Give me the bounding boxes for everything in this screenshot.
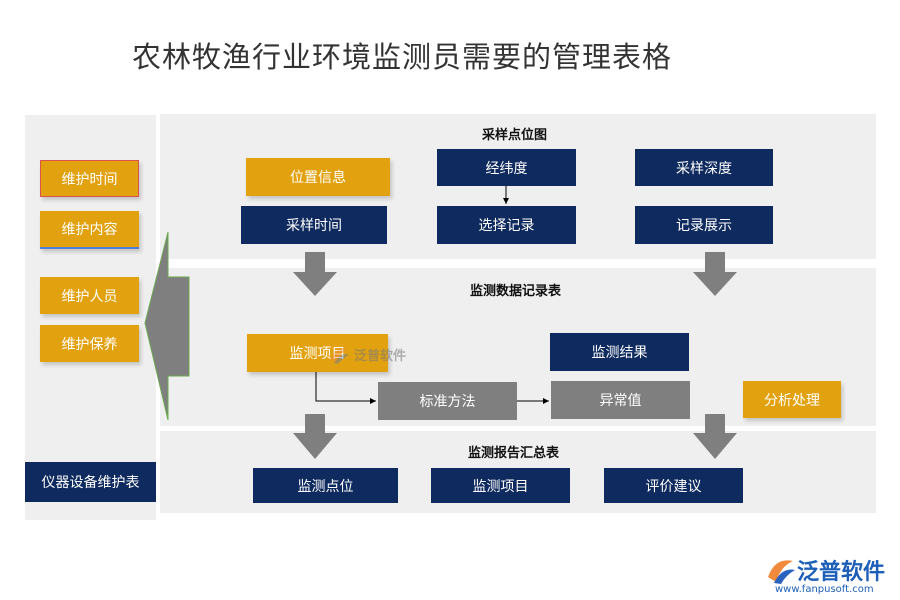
box-monitoring-item-summary: 监测项目 <box>431 468 570 503</box>
box-analysis-processing: 分析处理 <box>743 381 841 418</box>
sidebar-footer-equipment-maintenance-table: 仪器设备维护表 <box>25 462 156 502</box>
fanpu-logo-icon <box>768 560 795 584</box>
down-arrow-icon <box>693 252 737 296</box>
box-sampling-time: 采样时间 <box>241 206 387 244</box>
box-latitude-longitude: 经纬度 <box>437 149 576 186</box>
box-evaluation-suggestion: 评价建议 <box>604 468 743 503</box>
brand-logo: 泛普软件 www.fanpusoft.com <box>765 555 895 597</box>
box-monitoring-item: 监测项目 <box>247 334 388 372</box>
box-select-record: 选择记录 <box>437 206 576 244</box>
sidebar-item-maintenance-content: 维护内容 <box>40 211 139 249</box>
page-title: 农林牧渔行业环境监测员需要的管理表格 <box>132 40 673 74</box>
connector-item-to-method <box>315 372 376 404</box>
box-standard-method: 标准方法 <box>378 382 517 420</box>
sidebar-item-maintenance-time: 维护时间 <box>40 160 139 197</box>
sidebar-item-maintenance-care: 维护保养 <box>40 325 139 362</box>
section1-label: 采样点位图 <box>482 128 548 143</box>
brand-name: 泛普软件 <box>797 560 886 585</box>
box-monitoring-point: 监测点位 <box>253 468 398 503</box>
box-monitoring-result: 监测结果 <box>550 333 689 371</box>
down-arrow-icon <box>693 414 737 459</box>
box-sampling-depth: 采样深度 <box>635 149 773 186</box>
down-arrow-icon <box>293 252 337 296</box>
section2-label: 监测数据记录表 <box>470 284 562 299</box>
brand-url: www.fanpusoft.com <box>775 584 874 595</box>
fanpu-logo-icon <box>330 348 349 364</box>
box-record-display: 记录展示 <box>635 206 773 244</box>
box-location-info: 位置信息 <box>246 158 390 196</box>
left-arrow-icon <box>144 231 190 421</box>
box-abnormal-value: 异常值 <box>551 381 690 419</box>
down-arrow-icon <box>293 414 337 459</box>
watermark-brand-text: 泛普软件 <box>354 348 407 364</box>
section3-label: 监测报告汇总表 <box>468 446 560 461</box>
center-watermark: 泛普软件 <box>328 343 406 365</box>
sidebar-item-maintenance-staff: 维护人员 <box>40 277 139 314</box>
